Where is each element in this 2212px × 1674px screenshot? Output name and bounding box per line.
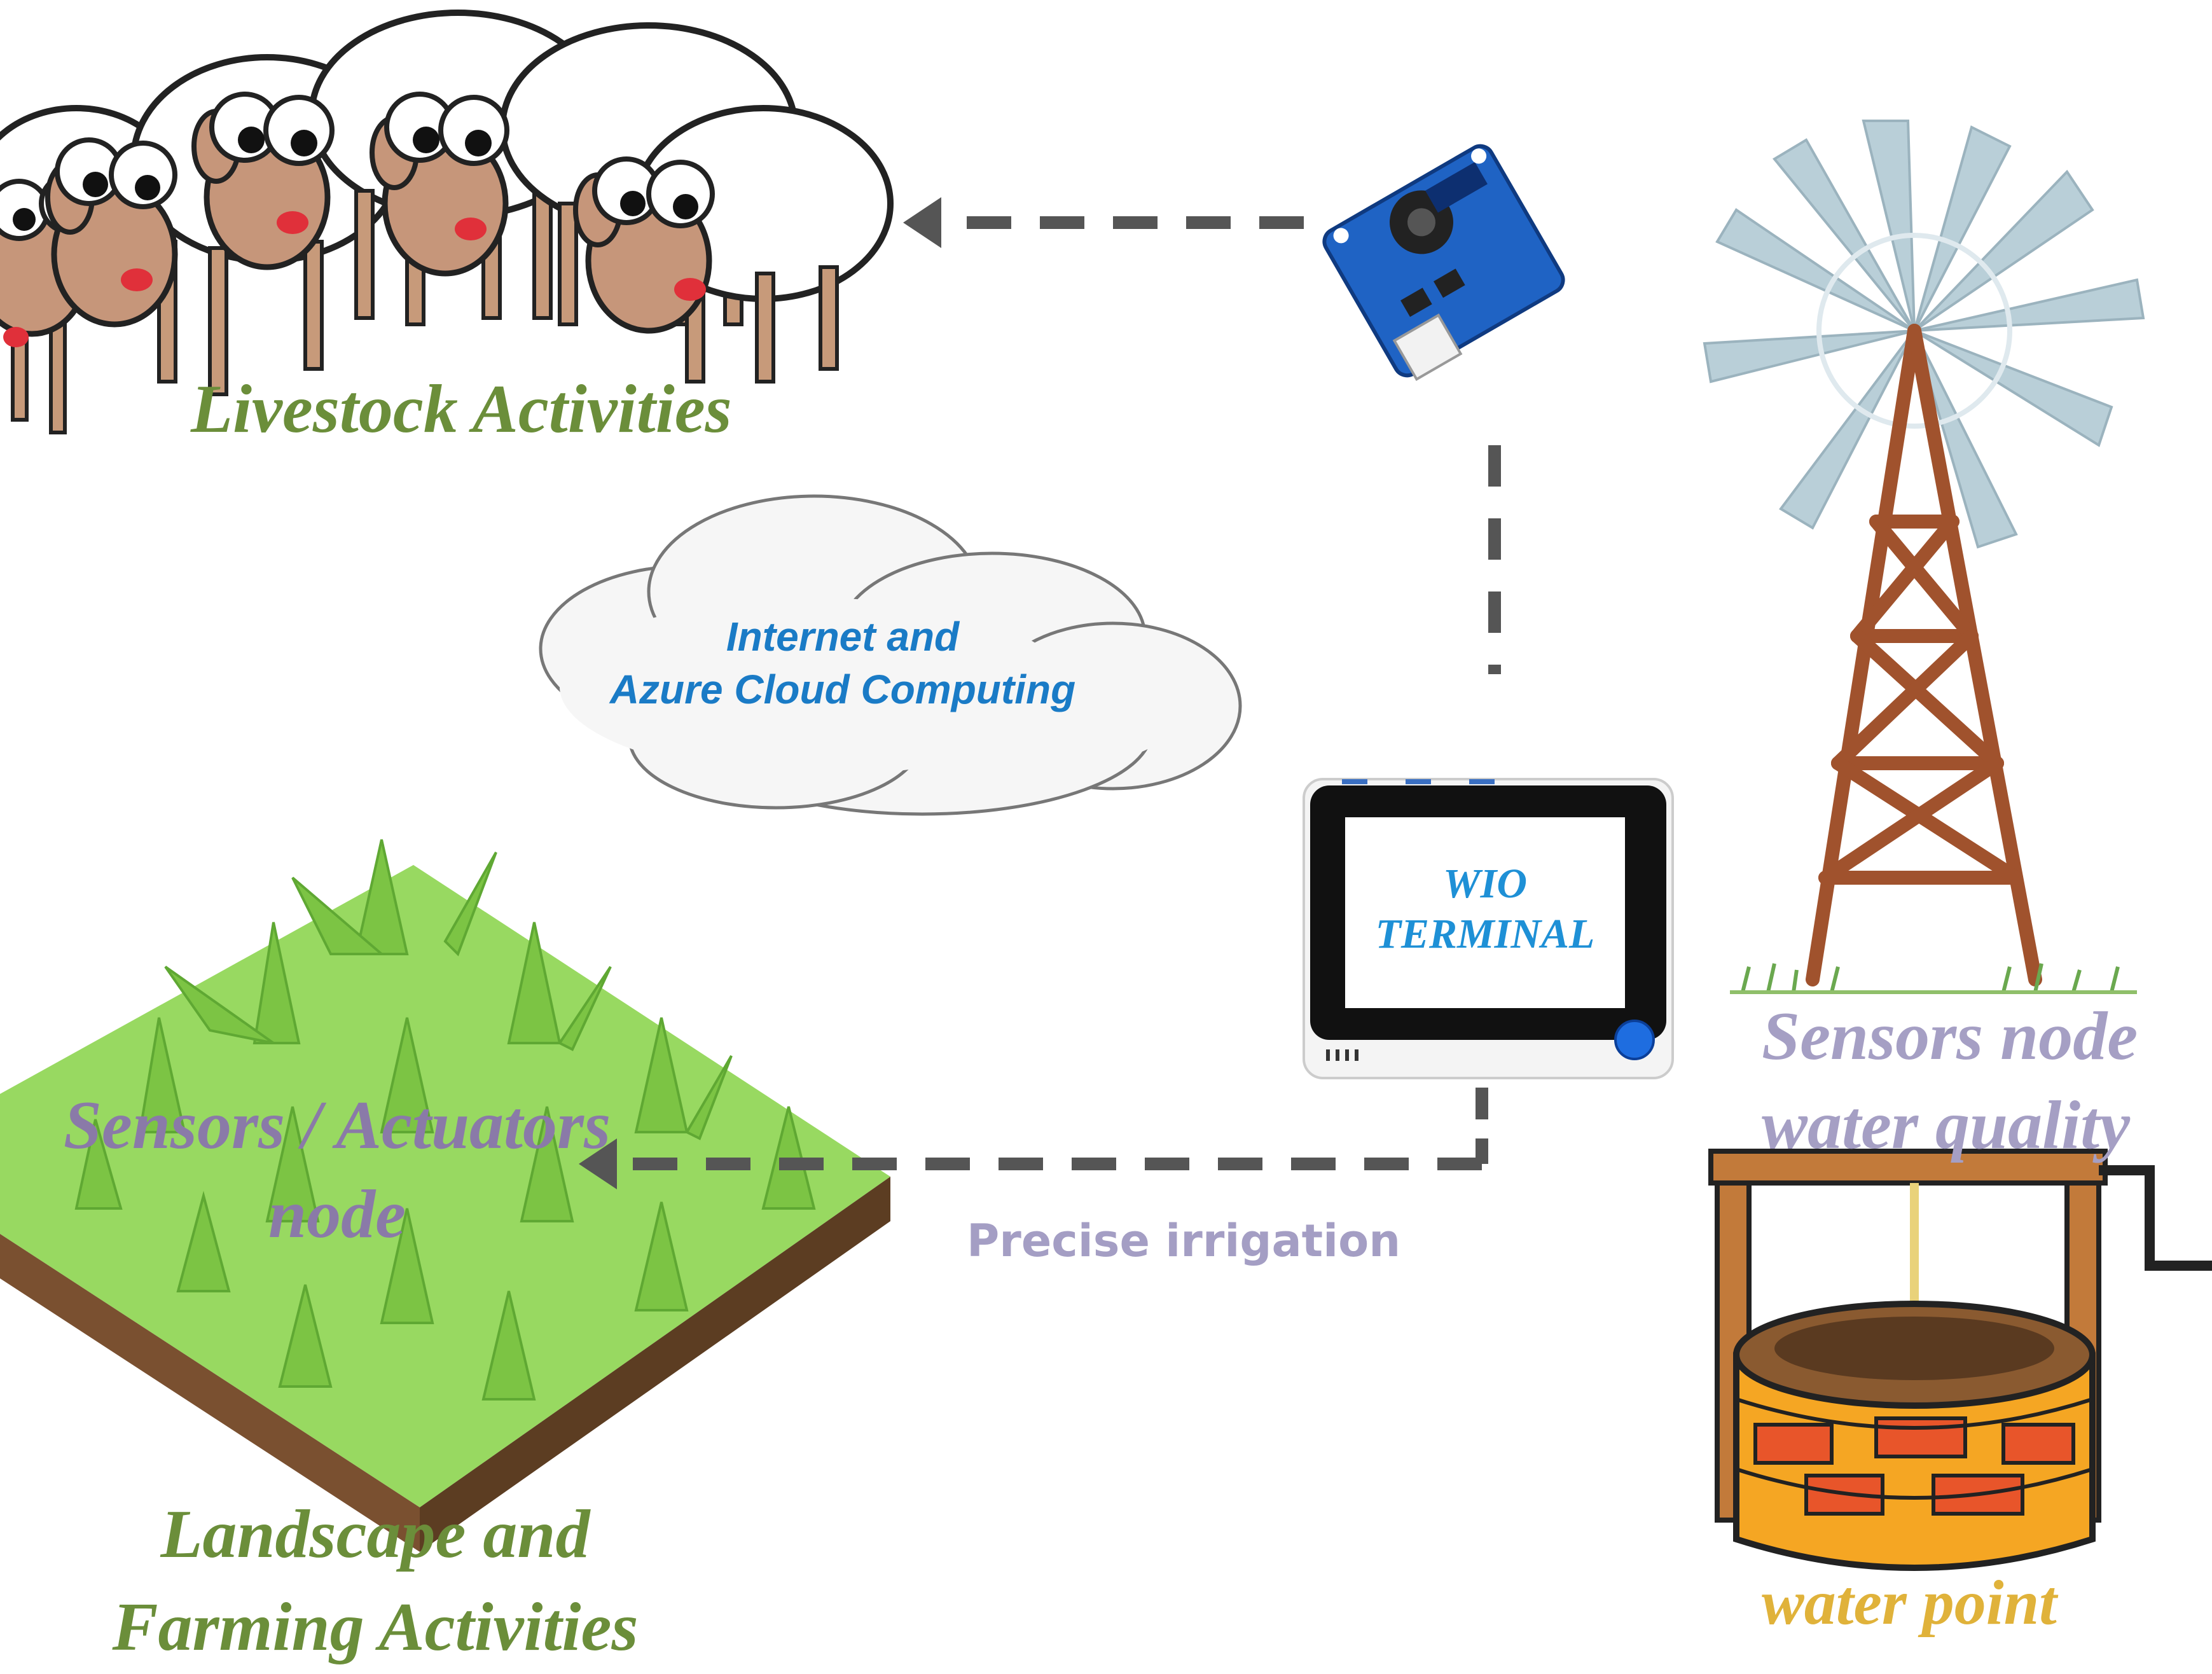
cloud-label: Internet and Azure Cloud Computing <box>572 611 1113 716</box>
sensors-node-line1: Sensors node <box>1762 999 2138 1074</box>
landscape-label: Landscape and Farming Activities <box>64 1488 687 1674</box>
landscape-line2: Farming Activities <box>112 1589 639 1665</box>
wio-label-line1: WIO <box>1442 861 1528 907</box>
wio-label-line2: TERMINAL <box>1375 911 1595 958</box>
cloud-icon <box>539 494 1242 816</box>
sensors-actuators-label: Sensors / Actuators node <box>57 1081 617 1260</box>
water-point-label: water point <box>1762 1567 2057 1638</box>
grass-field-icon <box>0 839 890 1552</box>
sensors-node-label: Sensors node water quality <box>1762 992 2138 1171</box>
livestock-label: Livestock Activities <box>191 371 732 447</box>
arrow-to-livestock <box>903 197 1304 248</box>
well-icon <box>1708 1149 2212 1571</box>
sensors-actuators-line2: node <box>268 1177 406 1253</box>
sensors-node-line2: water quality <box>1762 1088 2131 1164</box>
cloud-label-line1: Internet and <box>726 614 960 660</box>
precise-irrigation-label: Precise irrigation <box>967 1215 1401 1267</box>
windmill-icon <box>1703 120 2145 994</box>
sensors-actuators-line1: Sensors / Actuators <box>63 1088 611 1163</box>
arrow-to-field <box>579 1088 1488 1189</box>
wio-terminal-icon <box>1303 778 1674 1079</box>
cloud-label-line2: Azure Cloud Computing <box>609 667 1076 713</box>
wio-terminal-label: WIO TERMINAL <box>1345 859 1625 959</box>
sensor-board-icon <box>1322 144 1565 381</box>
sheep-icon <box>0 10 894 434</box>
landscape-line1: Landscape and <box>160 1497 590 1572</box>
